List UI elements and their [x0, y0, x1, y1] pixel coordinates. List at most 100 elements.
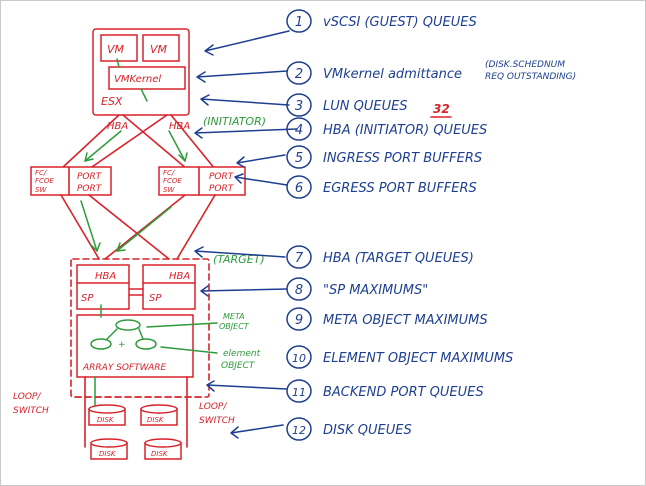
legend-item: 1 vSCSI (GUEST) QUEUES [286, 9, 477, 33]
element-object-pointer [160, 346, 218, 354]
legend-number-circle [286, 145, 312, 169]
legend-number-circle [286, 117, 312, 141]
fabric-link [122, 114, 188, 170]
pointer-arrow [200, 285, 288, 297]
pointer-arrow [194, 127, 298, 139]
legend-item: 6 EGRESS PORT BUFFERS [286, 175, 477, 199]
switch-left-line-2: FCOE [35, 177, 54, 185]
legend-number-circle [286, 379, 312, 403]
meta-object-annotation-1: META [223, 312, 245, 321]
switch-left-line-3: SW [35, 186, 47, 194]
pointer-arrow [236, 154, 286, 168]
vm-1-label: VM [107, 43, 125, 56]
meta-object-pointer [146, 322, 218, 328]
pointer-arrow [204, 30, 290, 56]
legend-number: 1 [295, 15, 303, 30]
disk-label: DISK [99, 450, 117, 458]
storage-processor-left [76, 264, 130, 310]
target-annotation: (TARGET) [213, 253, 265, 266]
vmkernel-to-lun-flow [140, 88, 148, 102]
io-flow-arrow [168, 130, 186, 162]
vm-2-box [142, 34, 180, 62]
legend-number-circle [286, 9, 312, 33]
switch-right-port-bottom: PORT [209, 184, 235, 194]
element-object-annotation-1: element [223, 349, 261, 359]
legend-note: REQ OUTSTANDING) [485, 72, 576, 82]
element-object-annotation-2: OBJECT [221, 361, 256, 371]
disk: DISK [144, 438, 182, 460]
loop-switch-left-1: LOOP/ [13, 392, 41, 402]
legend-text: ELEMENT OBJECT MAXIMUMS [323, 351, 513, 366]
legend-number: 6 [295, 181, 303, 196]
legend-item: 7 HBA (TARGET QUEUES) [286, 245, 474, 269]
legend-number-circle [286, 245, 312, 269]
legend-number: 4 [295, 123, 303, 138]
lun-queue-depth: 32 [433, 102, 450, 116]
legend-item: 11 BACKEND PORT QUEUES [286, 379, 484, 403]
disk-label: DISK [97, 416, 115, 424]
vm-1-box [100, 34, 138, 62]
esx-host: VM VM VMKernel ESX [92, 28, 190, 116]
vmkernel-box [108, 66, 186, 90]
initiator-annotation: (INITIATOR) [203, 115, 266, 128]
fabric-link [60, 114, 120, 170]
loop-switch-right-2: SWITCH [199, 416, 235, 426]
sp-right-label: SP [149, 293, 162, 304]
legend-item: 4 HBA (INITIATOR) QUEUES [286, 117, 487, 141]
legend-text: HBA (TARGET QUEUES) [323, 251, 474, 266]
arrowhead [116, 242, 126, 252]
legend-number-circle [286, 417, 312, 441]
legend-text: EGRESS PORT BUFFERS [323, 181, 477, 196]
fabric-link [88, 194, 170, 260]
legend-number-circle [286, 345, 312, 369]
legend-text: META OBJECT MAXIMUMS [323, 313, 488, 328]
legend-text: vSCSI (GUEST) QUEUES [323, 15, 477, 30]
element-object-icon [135, 338, 157, 350]
disk-top [140, 404, 178, 414]
legend-text: VMkernel admittance [323, 67, 462, 82]
pointer-arrow [230, 424, 284, 439]
switch-left-port-top: PORT [77, 172, 103, 182]
meta-object-icon [115, 319, 141, 331]
legend-number: 7 [295, 251, 304, 266]
disk-top [90, 438, 128, 448]
backend-loop [84, 376, 188, 448]
host-hba-left-label: HBA [107, 121, 128, 132]
disk: DISK [90, 438, 128, 460]
loop-switch-left-2: SWITCH [13, 406, 49, 416]
storage-array: HBA HBA SP SP + ARRAY SOFTWARE META OBJE… [70, 258, 261, 398]
legend-item: 10 ELEMENT OBJECT MAXIMUMS [286, 345, 513, 369]
fc-switch-right: FC/ FCOE SW PORT PORT [158, 166, 246, 196]
fabric-link [170, 114, 216, 170]
array-software-label: ARRAY SOFTWARE [82, 363, 167, 373]
vm-2-label: VM [150, 43, 168, 56]
loop-switch-right-1: LOOP/ [199, 402, 227, 412]
switch-left-box [30, 166, 112, 196]
element-object-icon [90, 338, 112, 350]
legend-number: 10 [292, 352, 306, 365]
fabric-link [88, 114, 168, 170]
switch-right-line-2: FCOE [163, 177, 182, 185]
vmkernel-label: VMKernel [114, 74, 161, 85]
legend-number-circle [286, 307, 312, 331]
legend-text: BACKEND PORT QUEUES [323, 385, 484, 400]
sp-left-label: SP [81, 293, 94, 304]
switch-left-line-1: FC/ [35, 169, 47, 177]
disk-top [88, 404, 126, 414]
switch-left-port-bottom: PORT [77, 184, 103, 194]
pointer-arrow [206, 380, 288, 392]
legend-text: HBA (INITIATOR) QUEUES [323, 123, 487, 138]
legend-number-circle [286, 277, 312, 301]
legend-number: 12 [292, 424, 306, 437]
disk-label: DISK [147, 416, 165, 424]
meta-object-annotation-2: OBJECT [219, 322, 250, 331]
legend-text: LUN QUEUES [323, 99, 408, 114]
legend-number: 8 [295, 283, 303, 298]
legend-number: 11 [292, 386, 306, 399]
